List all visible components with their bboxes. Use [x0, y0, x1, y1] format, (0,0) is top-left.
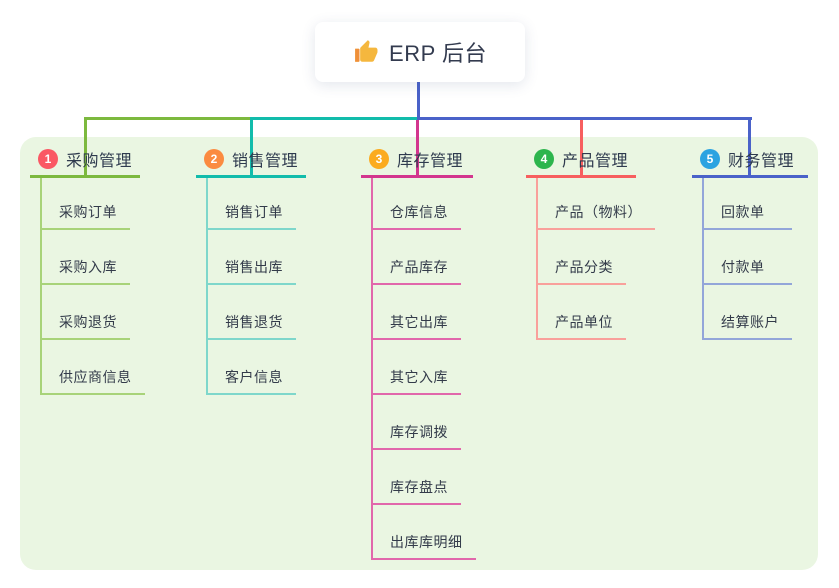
mindmap-child-node[interactable]: 产品分类	[538, 230, 626, 285]
mindmap-child-node[interactable]: 出库库明细	[373, 505, 476, 560]
mindmap-child-node[interactable]: 产品库存	[373, 230, 461, 285]
branch-label: 财务管理	[728, 153, 795, 170]
mindmap-child-node[interactable]: 采购入库	[42, 230, 130, 285]
branch-group: 4 产品管理 产品（物料） 产品分类 产品单位	[526, 148, 655, 340]
branch-header[interactable]: 1 采购管理	[30, 148, 140, 178]
child-node-label: 出库库明细	[390, 534, 463, 550]
branch-number-badge: 2	[204, 149, 224, 169]
connector-horizontal-teal	[250, 117, 420, 120]
child-node-label: 结算账户	[721, 314, 779, 330]
branch-number-badge: 4	[534, 149, 554, 169]
child-node-label: 付款单	[721, 259, 765, 275]
branch-children: 销售订单 销售出库 销售退货 客户信息	[206, 178, 296, 395]
connector-horizontal-blue	[417, 117, 752, 120]
branch-label: 产品管理	[562, 153, 629, 170]
child-node-label: 产品单位	[555, 314, 613, 330]
mindmap-child-node[interactable]: 结算账户	[704, 285, 792, 340]
branch-children: 仓库信息 产品库存 其它出库 其它入库 库存调拨 库存盘点 出库库明细	[371, 178, 476, 560]
child-node-label: 仓库信息	[390, 204, 448, 220]
child-node-label: 销售退货	[225, 314, 283, 330]
mindmap-child-node[interactable]: 回款单	[704, 178, 792, 230]
child-node-label: 产品（物料）	[555, 204, 642, 220]
child-node-label: 回款单	[721, 204, 765, 220]
branch-label: 采购管理	[66, 153, 133, 170]
mindmap-child-node[interactable]: 库存盘点	[373, 450, 461, 505]
branch-children: 产品（物料） 产品分类 产品单位	[536, 178, 655, 340]
mindmap-child-node[interactable]: 销售出库	[208, 230, 296, 285]
child-node-label: 采购退货	[59, 314, 117, 330]
mindmap-child-node[interactable]: 采购退货	[42, 285, 130, 340]
branch-number-badge: 1	[38, 149, 58, 169]
child-node-label: 产品库存	[390, 259, 448, 275]
branch-children: 采购订单 采购入库 采购退货 供应商信息	[40, 178, 145, 395]
child-node-label: 客户信息	[225, 369, 283, 385]
child-node-label: 采购订单	[59, 204, 117, 220]
mindmap-root-node[interactable]: ERP 后台	[315, 22, 525, 82]
branch-group: 5 财务管理 回款单 付款单 结算账户	[692, 148, 808, 340]
mindmap-child-node[interactable]: 其它入库	[373, 340, 461, 395]
mindmap-child-node[interactable]: 产品单位	[538, 285, 626, 340]
child-node-label: 其它出库	[390, 314, 448, 330]
mindmap-child-node[interactable]: 采购订单	[42, 178, 130, 230]
mindmap-child-node[interactable]: 其它出库	[373, 285, 461, 340]
branch-children: 回款单 付款单 结算账户	[702, 178, 792, 340]
branch-header[interactable]: 4 产品管理	[526, 148, 636, 178]
mindmap-child-node[interactable]: 库存调拨	[373, 395, 461, 450]
mindmap-child-node[interactable]: 仓库信息	[373, 178, 461, 230]
child-node-label: 库存调拨	[390, 424, 448, 440]
branch-1-drop-line	[84, 117, 87, 178]
mindmap-child-node[interactable]: 供应商信息	[42, 340, 145, 395]
branch-group: 2 销售管理 销售订单 销售出库 销售退货 客户信息	[196, 148, 306, 395]
branch-label: 库存管理	[397, 153, 464, 170]
branch-header[interactable]: 2 销售管理	[196, 148, 306, 178]
mindmap-child-node[interactable]: 产品（物料）	[538, 178, 655, 230]
root-drop-line	[417, 82, 420, 120]
mindmap-child-node[interactable]: 销售退货	[208, 285, 296, 340]
branch-header[interactable]: 3 库存管理	[361, 148, 473, 178]
branch-3-drop-line	[416, 120, 419, 178]
connector-horizontal-green	[84, 117, 253, 120]
child-node-label: 产品分类	[555, 259, 613, 275]
child-node-label: 供应商信息	[59, 369, 132, 385]
branch-label: 销售管理	[232, 153, 299, 170]
child-node-label: 库存盘点	[390, 479, 448, 495]
mindmap-child-node[interactable]: 销售订单	[208, 178, 296, 230]
branch-number-badge: 3	[369, 149, 389, 169]
child-node-label: 销售出库	[225, 259, 283, 275]
branch-4-drop-line	[580, 120, 583, 178]
branch-group: 1 采购管理 采购订单 采购入库 采购退货 供应商信息	[30, 148, 145, 395]
branch-header[interactable]: 5 财务管理	[692, 148, 808, 178]
mindmap-child-node[interactable]: 付款单	[704, 230, 792, 285]
child-node-label: 销售订单	[225, 204, 283, 220]
branch-2-drop-line	[250, 117, 253, 178]
child-node-label: 其它入库	[390, 369, 448, 385]
root-title: ERP 后台	[389, 41, 487, 66]
mindmap-child-node[interactable]: 客户信息	[208, 340, 296, 395]
branches-background-panel	[20, 137, 818, 570]
branch-group: 3 库存管理 仓库信息 产品库存 其它出库 其它入库 库存调拨 库存盘点 出库库…	[361, 148, 476, 560]
thumbs-up-icon	[353, 39, 379, 65]
child-node-label: 采购入库	[59, 259, 117, 275]
branch-5-drop-line	[748, 117, 751, 178]
branch-number-badge: 5	[700, 149, 720, 169]
